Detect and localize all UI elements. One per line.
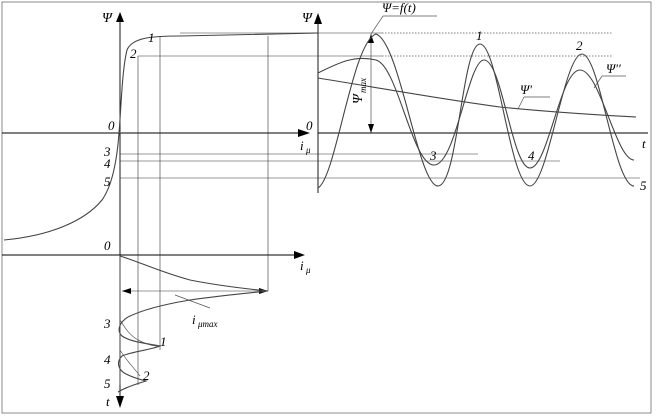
axes: [2, 12, 648, 408]
label-curve-2: 2: [130, 46, 137, 61]
label-psi-left: Ψ: [102, 11, 113, 26]
psi-axis-left-arrow: [116, 12, 124, 22]
label-level-4: 4: [104, 156, 111, 171]
label-current-3: 3: [103, 316, 111, 331]
current-waveform: [117, 255, 269, 393]
i-axis-bottom-arrow: [294, 251, 305, 259]
label-curve-1: 1: [148, 30, 155, 45]
diagram-frame: [1, 1, 652, 414]
time-waveforms: [317, 33, 637, 189]
label-i-top: i: [300, 138, 304, 153]
label-current-4: 4: [104, 352, 111, 367]
label-i-bottom-sub: μ: [305, 265, 311, 275]
label-wave-1: 1: [476, 28, 483, 43]
label-psi-right: Ψ: [302, 11, 313, 26]
label-psi-formula: Ψ=f(t): [382, 0, 416, 15]
construction-lines: [120, 15, 640, 385]
label-level-5: 5: [104, 174, 111, 189]
label-current-2: 2: [143, 368, 150, 383]
labels: Ψ Ψ Ψ=f(t) Ψ max Ψ' Ψ'' i μ i μ i μmax t…: [102, 0, 647, 409]
label-psi-double-prime: Ψ'': [606, 61, 621, 76]
label-psi-prime: Ψ': [520, 82, 532, 97]
i-axis-top-arrow: [298, 129, 310, 137]
label-wave-3: 3: [429, 148, 437, 163]
label-psi-max-main: Ψ: [351, 93, 366, 104]
label-zero-right: 0: [306, 118, 313, 133]
label-zero-bottom: 0: [104, 238, 111, 253]
label-current-1: 1: [160, 334, 167, 349]
label-i-bottom: i: [300, 258, 304, 273]
label-wave-2: 2: [576, 38, 583, 53]
label-i-max: i: [192, 312, 196, 327]
label-current-5: 5: [104, 376, 111, 391]
t-axis-bottom-arrow: [116, 396, 124, 408]
label-wave-4: 4: [528, 148, 535, 163]
label-wave-5: 5: [640, 178, 647, 193]
label-psi-max: Ψ max: [351, 78, 368, 104]
label-level-3: 3: [103, 144, 111, 159]
magnetization-curve: [3, 32, 319, 241]
label-zero-left: 0: [108, 118, 115, 133]
label-psi-max-sub: max: [358, 78, 368, 93]
label-t-right: t: [642, 136, 646, 151]
psi-axis-right-arrow: [314, 13, 322, 24]
label-i-max-sub: μmax: [197, 319, 218, 329]
label-i-top-sub: μ: [305, 145, 311, 155]
label-t-bottom: t: [106, 394, 110, 409]
